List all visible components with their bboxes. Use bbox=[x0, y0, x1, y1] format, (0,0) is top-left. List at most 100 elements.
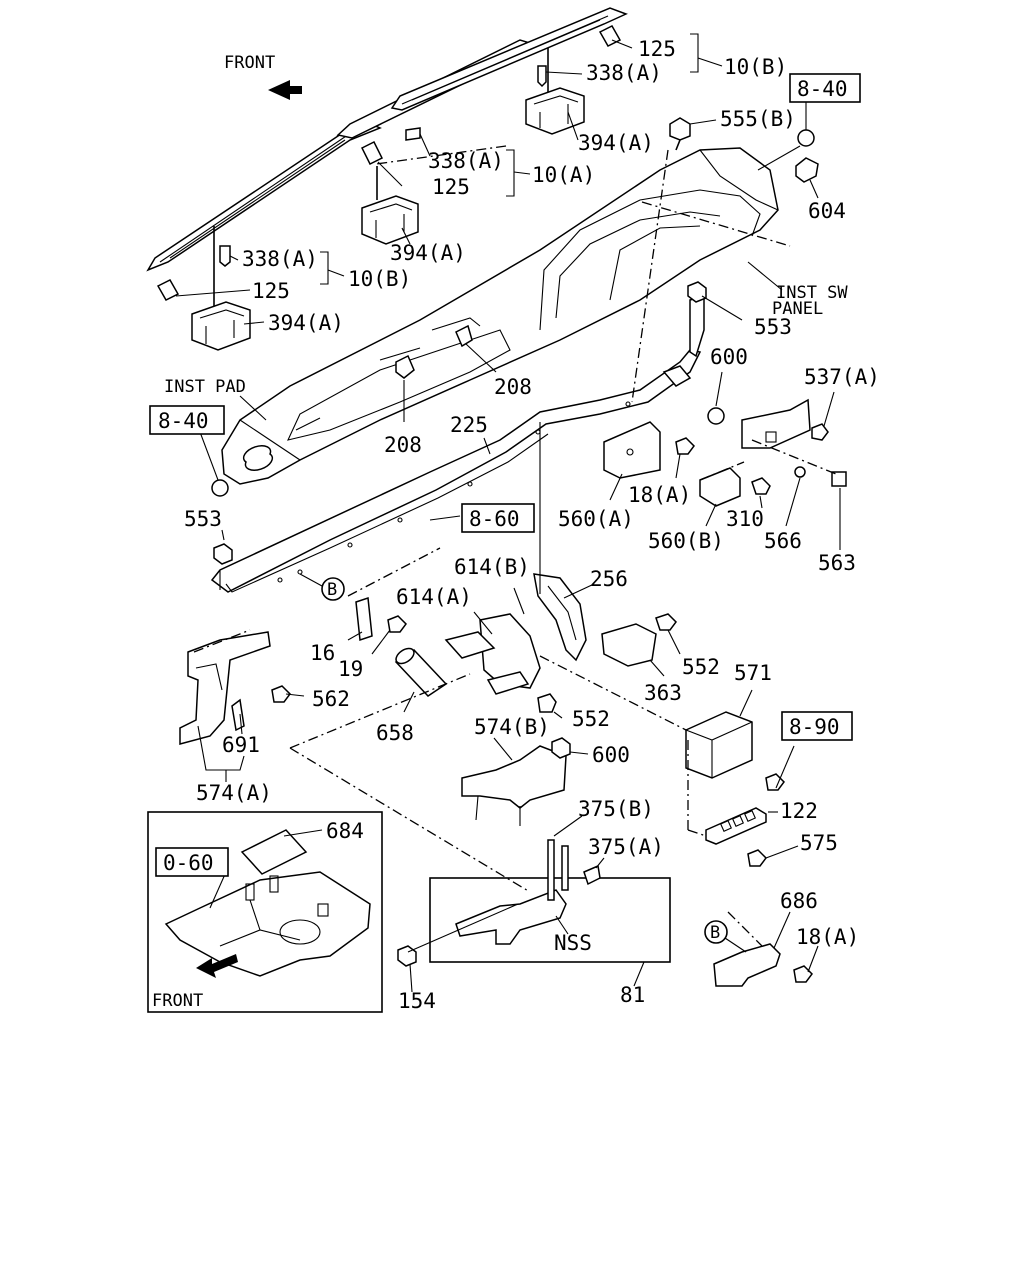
callout-208: 208 bbox=[494, 375, 532, 399]
callout-566: 566 bbox=[764, 529, 802, 553]
bracket-363 bbox=[601, 623, 657, 667]
ref-0-60: 0-60 bbox=[163, 851, 214, 875]
ref-box-8-40-left bbox=[149, 405, 225, 435]
marker-b-text: B bbox=[710, 923, 720, 943]
callout-600: 600 bbox=[592, 743, 630, 767]
nut-553-left bbox=[213, 543, 233, 565]
callout-560b: 560(B) bbox=[648, 529, 724, 553]
bracket-560a bbox=[603, 421, 661, 479]
callout-575: 575 bbox=[800, 831, 838, 855]
bracket-614 bbox=[444, 613, 541, 695]
callout-375b: 375(B) bbox=[578, 797, 654, 821]
screw-575 bbox=[747, 849, 767, 867]
screw-338 bbox=[219, 65, 547, 267]
ref-8-90: 8-90 bbox=[789, 715, 840, 739]
nss-label: NSS bbox=[554, 931, 592, 955]
callout-256: 256 bbox=[590, 567, 628, 591]
inst-sw-label-line2: PANEL bbox=[772, 299, 823, 319]
cross-beam-225 bbox=[210, 295, 705, 593]
callout-684: 684 bbox=[326, 819, 364, 843]
ref-8-60: 8-60 bbox=[469, 507, 520, 531]
clip-604 bbox=[795, 157, 819, 183]
ring-566 bbox=[794, 466, 806, 478]
bracket-537a bbox=[741, 398, 829, 449]
ref-box-8-90 bbox=[781, 711, 853, 741]
callout-394a: 394(A) bbox=[390, 241, 466, 265]
front-arrow-bottom bbox=[196, 954, 238, 978]
callout-560a: 560(A) bbox=[558, 507, 634, 531]
nut-154 bbox=[397, 945, 417, 967]
callout-563: 563 bbox=[818, 551, 856, 575]
callout-338a: 338(A) bbox=[428, 149, 504, 173]
clip-208 bbox=[395, 324, 473, 379]
bolt-310 bbox=[751, 477, 771, 495]
front-label-bottom: FRONT bbox=[152, 991, 203, 1011]
callout-125: 125 bbox=[638, 37, 676, 61]
bracket-574a bbox=[179, 631, 291, 745]
callout-310: 310 bbox=[726, 507, 764, 531]
clip-125-top bbox=[156, 25, 622, 301]
callout-81: 81 bbox=[620, 983, 645, 1007]
callout-574b: 574(B) bbox=[474, 715, 550, 739]
callout-553: 553 bbox=[184, 507, 222, 531]
callout-19: 19 bbox=[338, 657, 363, 681]
callout-394a: 394(A) bbox=[578, 131, 654, 155]
callout-154: 154 bbox=[398, 989, 436, 1013]
callout-614a: 614(A) bbox=[396, 585, 472, 609]
callout-10b: 10(B) bbox=[724, 55, 787, 79]
bracket-560b bbox=[699, 467, 741, 507]
inst-sw-label-line1: INST SW bbox=[776, 283, 848, 303]
callout-600: 600 bbox=[710, 345, 748, 369]
callout-18a: 18(A) bbox=[796, 925, 859, 949]
callout-208: 208 bbox=[384, 433, 422, 457]
ref-box-8-40-top bbox=[789, 73, 861, 103]
callout-552: 552 bbox=[572, 707, 610, 731]
bracket-256 bbox=[533, 573, 587, 662]
callout-122: 122 bbox=[780, 799, 818, 823]
bolt-18a bbox=[675, 437, 695, 455]
ref-8-40-top: 8-40 bbox=[797, 77, 848, 101]
callout-16: 16 bbox=[310, 641, 335, 665]
callout-10a: 10(A) bbox=[532, 163, 595, 187]
callout-18a: 18(A) bbox=[628, 483, 691, 507]
callout-394a: 394(A) bbox=[268, 311, 344, 335]
callout-614b: 614(B) bbox=[454, 555, 530, 579]
callout-125: 125 bbox=[432, 175, 470, 199]
grommet-8-40 bbox=[797, 129, 815, 147]
callout-363: 363 bbox=[644, 681, 682, 705]
callout-125: 125 bbox=[252, 279, 290, 303]
screw-8-90 bbox=[765, 773, 785, 791]
callout-375a: 375(A) bbox=[588, 835, 664, 859]
leader-lines bbox=[175, 33, 841, 993]
callout-10b: 10(B) bbox=[348, 267, 411, 291]
bracket-686 bbox=[713, 943, 813, 987]
callout-552: 552 bbox=[682, 655, 720, 679]
callout-658: 658 bbox=[376, 721, 414, 745]
ref-box-0-60 bbox=[155, 847, 229, 877]
washer-600 bbox=[707, 407, 725, 425]
inset-floor-bracket bbox=[164, 829, 371, 977]
callout-338a: 338(A) bbox=[242, 247, 318, 271]
callout-555b: 555(B) bbox=[720, 107, 796, 131]
callout-691: 691 bbox=[222, 733, 260, 757]
ref-box-8-60 bbox=[461, 503, 535, 533]
front-arrow-top bbox=[268, 80, 302, 100]
clip-563 bbox=[831, 471, 847, 487]
callout-604: 604 bbox=[808, 199, 846, 223]
bolt-552-a bbox=[655, 613, 677, 631]
inst-pad-label: INST PAD bbox=[164, 377, 246, 397]
marker-b-circle bbox=[704, 920, 728, 944]
callout-553: 553 bbox=[754, 315, 792, 339]
nut-553-top bbox=[687, 281, 707, 303]
grommet-left bbox=[211, 479, 229, 497]
bolt-19 bbox=[387, 615, 407, 633]
callout-338a: 338(A) bbox=[586, 61, 662, 85]
pocket-571 bbox=[685, 711, 753, 779]
marker-b-circle bbox=[321, 577, 345, 601]
bolt-555b bbox=[669, 117, 691, 151]
callout-562: 562 bbox=[312, 687, 350, 711]
front-label-top: FRONT bbox=[224, 53, 275, 73]
callout-571: 571 bbox=[734, 661, 772, 685]
marker-b-text: B bbox=[327, 580, 337, 600]
ref-8-40-left: 8-40 bbox=[158, 409, 209, 433]
